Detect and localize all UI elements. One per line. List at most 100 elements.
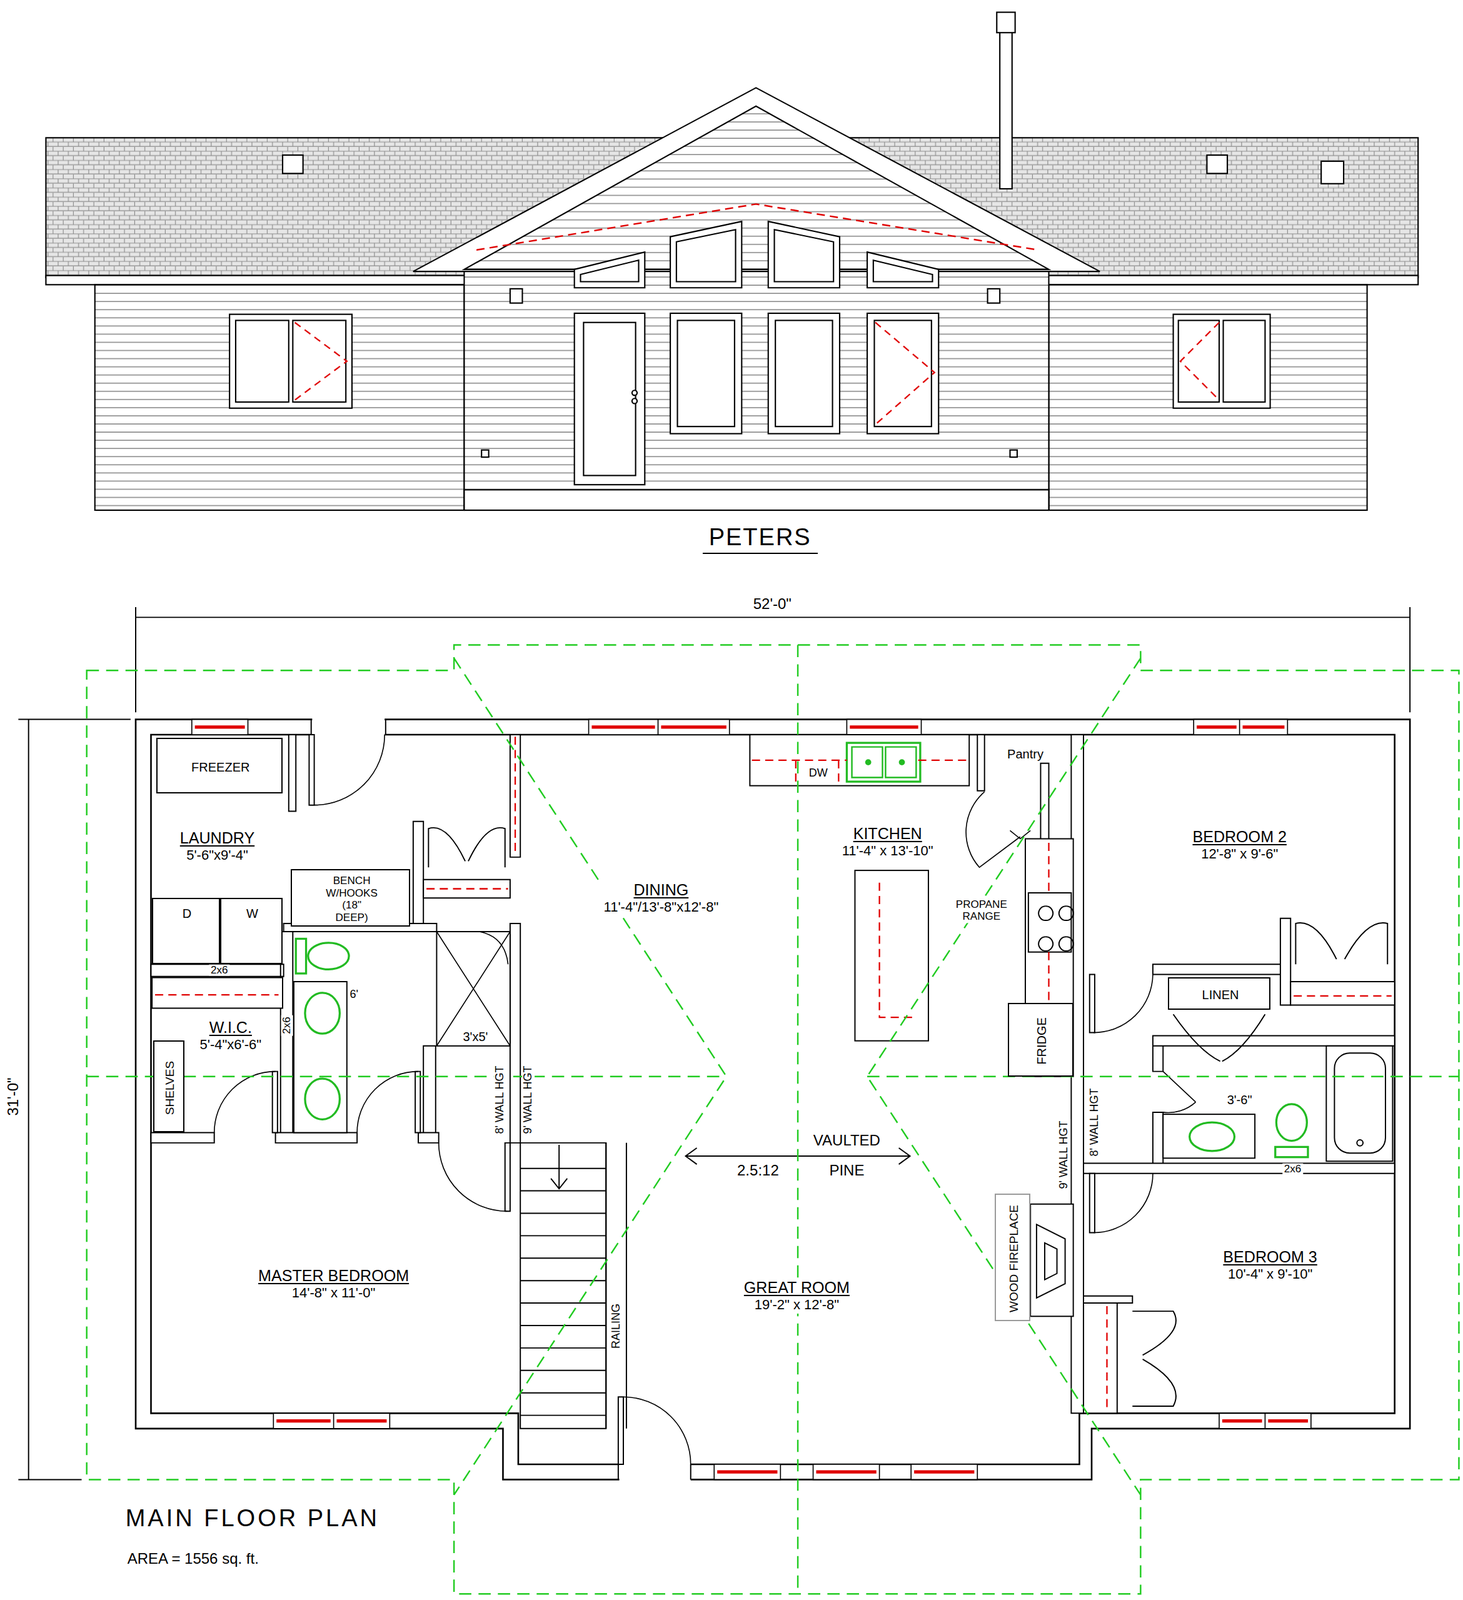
interior-walls: [151, 734, 1395, 1413]
window-sash: [874, 320, 931, 427]
label-group: FRIDGE: [1034, 1014, 1050, 1068]
wall-light: [987, 288, 1001, 304]
fixture-label: BENCH W/HOOKS (18" DEEP): [325, 874, 378, 925]
label-group: GREAT ROOM19'-2" x 12'-8": [741, 1277, 853, 1313]
room-dimension: 19'-2" x 12'-8": [744, 1296, 850, 1313]
clerestory-sash: [580, 260, 639, 282]
bath-vanity: [1162, 1114, 1255, 1158]
fixture-label: D: [182, 905, 192, 921]
roof-vent: [282, 155, 304, 174]
label-group: D: [180, 905, 194, 921]
casement-swing: [295, 322, 1220, 425]
shower: [436, 931, 510, 1046]
bathtub: [1326, 1045, 1393, 1162]
floor-plan: [18, 607, 1459, 1594]
window-glass: [195, 727, 1308, 1472]
room-name: MASTER BEDROOM: [258, 1266, 409, 1285]
tub-drain: [1356, 1139, 1363, 1147]
gable-beam: [476, 203, 1039, 250]
label-group: MASTER BEDROOM14'-8" x 11'-0": [255, 1266, 412, 1302]
railing: [605, 1142, 627, 1429]
door-knob: [632, 390, 638, 396]
window: [670, 313, 742, 434]
stairs: [520, 1142, 606, 1429]
label-group: KITCHEN11'-4" x 13'-10": [839, 824, 936, 860]
clerestory-window: [867, 251, 939, 288]
room-area: KITCHEN11'-4" x 13'-10": [775, 805, 1000, 870]
fixture-box: FREEZER: [156, 737, 283, 795]
room-name: LAUNDRY: [180, 829, 255, 848]
roof-vent: [1206, 155, 1228, 174]
fixture-box: Pantry: [981, 738, 1070, 770]
railing-label: RAILING: [610, 1301, 623, 1351]
appliance-label: PROPANE RANGE: [950, 899, 1013, 923]
label-group: W.I.C.5'-4"x6'-6": [196, 1017, 264, 1053]
label-group: DINING11'-4"/13'-8"x12'-8": [601, 880, 722, 916]
toilet-bowl: [308, 942, 349, 970]
room-dimension: 5'-4"x6'-6": [199, 1036, 262, 1053]
front-door: [574, 313, 646, 485]
window-sash: [1223, 320, 1266, 403]
area-note: AREA = 1556 sq. ft.: [125, 1550, 261, 1567]
sink: [1189, 1122, 1235, 1152]
room-area: BEDROOM 212'-8" x 9'-6": [1122, 805, 1368, 888]
fixture-label: FREEZER: [191, 759, 250, 775]
roof-vent: [1321, 161, 1344, 184]
fixture-box: W: [220, 897, 283, 965]
bath-vanity: [293, 981, 347, 1133]
door-jambs: [311, 719, 691, 1480]
room-name: W.I.C.: [199, 1018, 262, 1037]
fixture-label: WOOD FIREPLACE: [1007, 1204, 1021, 1313]
wall-right-wing: [1048, 284, 1367, 511]
fixture-box: D: [151, 897, 221, 965]
room-dimension: 14'-8" x 11'-0": [258, 1284, 409, 1301]
wall-height-note: 9' WALL HGT: [1057, 1119, 1071, 1192]
fixture-box: WOOD FIREPLACE: [994, 1193, 1031, 1322]
room-dimension: 11'-4" x 13'-10": [842, 842, 934, 859]
sink: [305, 992, 340, 1034]
headers-and-shelves: [155, 736, 1392, 1410]
window: [1173, 314, 1271, 409]
hearth: [1030, 1204, 1074, 1317]
fixture-label: FRIDGE: [1034, 1017, 1050, 1065]
room-dimension: 5'-6"x9'-4": [180, 846, 255, 863]
label-group: FREEZER: [188, 759, 252, 775]
drawing-title: PETERS: [702, 523, 818, 554]
window-sash: [677, 320, 735, 427]
fixture-box: SHELVES: [153, 1040, 186, 1133]
label-group: W: [243, 905, 261, 921]
wall-height-note: 8' WALL HGT: [493, 1064, 507, 1137]
wall-left-wing: [95, 284, 465, 511]
chimney-pipe: [999, 28, 1013, 189]
room-area: W.I.C.5'-4"x6'-6" SHELVES: [151, 977, 281, 1133]
door-leaves: [272, 734, 1095, 1465]
label-group: BEDROOM 212'-8" x 9'-6": [1189, 827, 1290, 863]
kitchen-sink: [846, 742, 920, 782]
clerestory-sash: [774, 229, 835, 282]
dimension-lines: [18, 607, 1410, 1480]
door-opening: [619, 1462, 691, 1482]
dimension-label: 52'-0": [751, 595, 794, 613]
base-band: [463, 489, 1049, 511]
fixture-box: LINEN: [1167, 977, 1270, 1010]
dimension-label: 3'x5': [460, 1029, 490, 1044]
window-sash: [1178, 320, 1220, 403]
plan-caption: MAIN FLOOR PLAN: [125, 1504, 380, 1532]
wall-note: 2x6: [280, 1014, 293, 1036]
wall-height-note: 9' WALL HGT: [522, 1064, 535, 1137]
clerestory-window: [670, 221, 742, 288]
label-group: Pantry: [1004, 745, 1046, 762]
window: [229, 314, 352, 409]
clerestory-window: [768, 221, 840, 288]
wall-light: [510, 288, 523, 304]
label-group: LINEN: [1199, 987, 1242, 1003]
label-group: WOOD FIREPLACE: [1006, 1202, 1022, 1315]
ceiling-note: PINE: [827, 1161, 866, 1178]
room-name: BEDROOM 2: [1192, 827, 1287, 846]
fixture-box: FRIDGE: [1007, 1002, 1073, 1077]
clerestory-sash: [676, 229, 736, 282]
chimney-cap: [996, 12, 1015, 34]
room-dimension: 12'-8" x 9'-6": [1192, 845, 1287, 862]
room-area: BEDROOM 310'-4" x 9'-10": [1152, 1229, 1394, 1301]
